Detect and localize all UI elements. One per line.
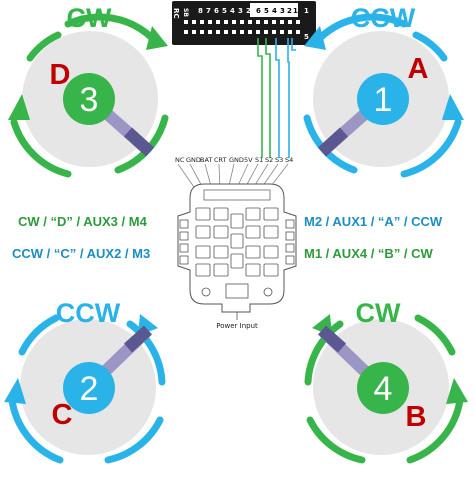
rotation-arc bbox=[304, 320, 344, 386]
rotation-label: CW bbox=[356, 298, 401, 328]
rc-pin-number: 4 bbox=[230, 7, 235, 15]
motor-number: 4 bbox=[374, 370, 393, 408]
rotation-arrow bbox=[4, 378, 26, 404]
rotation-label: CW bbox=[67, 3, 112, 33]
esc-board: NC GND BAT CRT GND 5V S1 S2 S3 S4 bbox=[175, 156, 297, 330]
rotation-arrow bbox=[446, 378, 468, 404]
motor-hub bbox=[63, 73, 115, 125]
rc-highlight-strip bbox=[250, 3, 298, 17]
motor-4-group: 4 B CW bbox=[304, 298, 468, 464]
motor-hub bbox=[357, 362, 409, 414]
rotation-arc bbox=[412, 31, 448, 62]
rotation-arc bbox=[406, 396, 464, 464]
motor-1-group: 1 A CCW bbox=[303, 3, 464, 178]
rotation-arrow bbox=[304, 26, 326, 50]
board-mosfets bbox=[195, 207, 279, 277]
rotation-arrow bbox=[8, 94, 30, 120]
rc-pin-number: 2 bbox=[246, 7, 251, 15]
rc-pin-holes bbox=[184, 20, 300, 34]
rc-sb-label: SB bbox=[182, 8, 189, 17]
rc-highlight-number: 6 bbox=[256, 7, 261, 15]
board-pin-label: 5V bbox=[244, 156, 253, 164]
board-pin-label: GND bbox=[229, 156, 244, 164]
rotation-arc bbox=[18, 314, 60, 356]
rotation-arc bbox=[8, 396, 64, 464]
rc-highlight-number: 2 bbox=[287, 7, 292, 15]
signal-wire-s4 bbox=[287, 38, 290, 158]
board-pin-label: S4 bbox=[285, 156, 293, 164]
motor-hub bbox=[63, 362, 115, 414]
rc-highlight-number: 1 bbox=[293, 7, 298, 15]
rotation-arc bbox=[414, 314, 456, 356]
board-pin-label: NC bbox=[175, 156, 185, 164]
rc-pin-number: 3 bbox=[238, 7, 243, 15]
rc-highlight-number: 4 bbox=[272, 7, 277, 15]
rotation-arc bbox=[126, 320, 166, 386]
rotation-label: CCW bbox=[351, 3, 416, 33]
signal-wire-aux bbox=[291, 38, 296, 51]
board-pin-label: BAT bbox=[200, 156, 212, 164]
rc-side-mark: 1 bbox=[304, 7, 309, 15]
rc-pin-numbers: 8 7 6 5 4 3 2 1 6 5 4 3 2 1 1 5 bbox=[198, 7, 309, 41]
board-pin-label: S3 bbox=[275, 156, 283, 164]
motor-hub bbox=[357, 73, 409, 125]
rc-highlight-number: 5 bbox=[264, 7, 269, 15]
motor-number: 1 bbox=[374, 81, 393, 119]
rotation-arc bbox=[400, 118, 462, 178]
rotation-arc bbox=[64, 13, 156, 42]
mount-hole bbox=[201, 287, 211, 297]
mapping-label-right-bottom: M1 / AUX4 / “B” / CW bbox=[304, 246, 434, 261]
rc-side-mark: 5 bbox=[304, 33, 309, 41]
rotation-arc bbox=[316, 13, 408, 42]
rc-pin-number: 7 bbox=[206, 7, 211, 15]
rc-highlight-number: 3 bbox=[280, 7, 285, 15]
rotation-arc bbox=[306, 416, 366, 464]
motor-letter: B bbox=[406, 401, 427, 433]
mapping-label-left-bottom: CCW / “C” / AUX2 / M3 bbox=[12, 246, 150, 261]
prop-arm-tip bbox=[317, 325, 347, 353]
board-pin-labels: NC GND BAT CRT GND 5V S1 S2 S3 S4 bbox=[175, 156, 293, 164]
rc-pin-number: 8 bbox=[198, 7, 203, 15]
signal-wire-s1 bbox=[257, 38, 263, 158]
motor-letter: A bbox=[408, 53, 429, 85]
rc-pin-number: 1 bbox=[254, 7, 259, 15]
motor-letter: C bbox=[52, 399, 73, 431]
board-motor-pads bbox=[179, 219, 295, 265]
mapping-label-left-top: CW / “D” / AUX3 / M4 bbox=[18, 214, 148, 229]
prop-arm-tip bbox=[123, 127, 155, 157]
power-input-label: Power Input bbox=[216, 322, 258, 330]
mapping-label-right-top: M2 / AUX1 / “A” / CCW bbox=[304, 214, 443, 229]
board-pin-label: S2 bbox=[265, 156, 273, 164]
rotation-arc bbox=[10, 118, 72, 178]
rotation-arrow bbox=[442, 94, 464, 120]
signal-wires bbox=[257, 38, 296, 158]
rotation-label: CCW bbox=[56, 298, 121, 328]
rc-header: RC SB 8 7 6 5 4 3 2 1 6 5 4 3 2 1 1 5 bbox=[172, 1, 316, 45]
rotation-arrow bbox=[146, 26, 168, 50]
motor-letter: D bbox=[50, 59, 71, 91]
mount-hole bbox=[263, 287, 273, 297]
rc-label: RC bbox=[172, 8, 180, 19]
rotation-arc bbox=[26, 31, 62, 62]
board-pin-label: GND bbox=[186, 156, 201, 164]
rc-pin-number: 6 bbox=[214, 7, 219, 15]
board-pin-label: S1 bbox=[255, 156, 263, 164]
board-pin-label: CRT bbox=[214, 156, 227, 164]
motor-number: 2 bbox=[80, 370, 99, 408]
motor-2-group: 2 C CCW bbox=[4, 298, 166, 464]
prop-arm-tip bbox=[317, 127, 349, 157]
signal-wire-s3 bbox=[275, 38, 280, 158]
signal-wire-s2 bbox=[265, 38, 271, 158]
rotation-arc bbox=[104, 416, 164, 464]
board-connector bbox=[203, 189, 271, 201]
power-pad bbox=[225, 283, 249, 299]
rc-pin-number: 5 bbox=[222, 7, 227, 15]
motor-number: 3 bbox=[80, 81, 99, 119]
motor-3-group: 3 D CW bbox=[8, 3, 169, 178]
prop-arm-tip bbox=[123, 325, 153, 353]
